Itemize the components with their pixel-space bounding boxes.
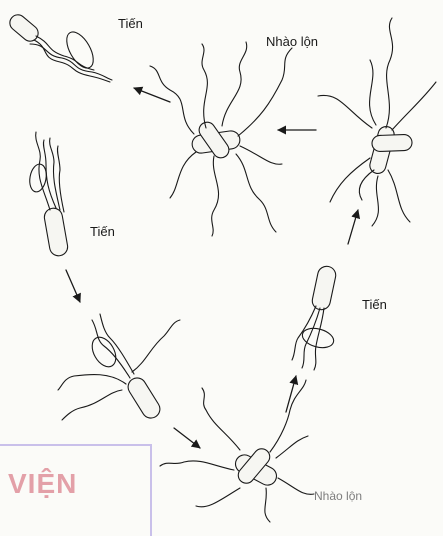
- label-run-right: Tiến: [362, 297, 387, 312]
- running-cell-middle: [58, 314, 180, 421]
- label-tumble-top: Nhào lộn: [266, 34, 318, 49]
- running-cell-left-middle: [28, 132, 69, 257]
- watermark-text: VIỆN: [8, 468, 77, 500]
- tumbling-cell-top-right: [318, 18, 436, 226]
- label-run-top: Tiến: [118, 16, 143, 31]
- tumbling-cell-bottom: [160, 380, 314, 522]
- running-cell-right: [292, 265, 337, 370]
- tumbling-cell-top-middle: [150, 42, 292, 236]
- label-tumble-bottom: Nhào lộn: [314, 489, 362, 503]
- arrow-left-down: [66, 270, 80, 302]
- arrow-to-bottom-tumble: [174, 428, 200, 448]
- label-run-left: Tiến: [90, 224, 115, 239]
- arrow-right-up: [348, 210, 358, 244]
- arrow-tumble-to-run-top: [134, 88, 170, 102]
- running-cell-top-left: [7, 12, 112, 82]
